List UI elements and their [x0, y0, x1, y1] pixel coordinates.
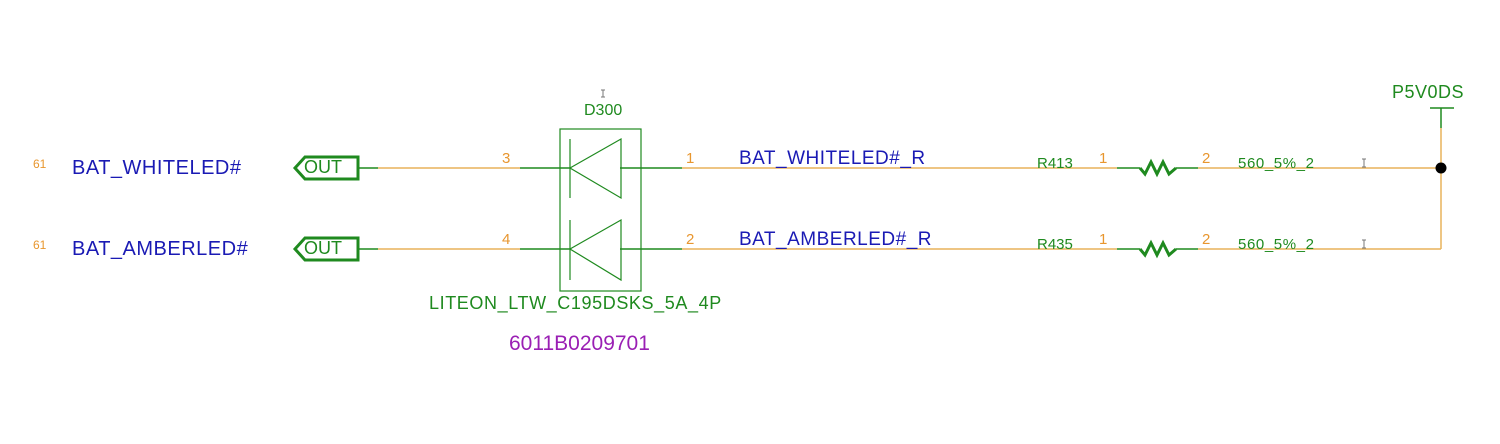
led-part-number: 6011B0209701: [509, 332, 650, 355]
marker-icon: [1362, 158, 1366, 168]
diode-icon: [568, 218, 622, 282]
resistor-value: 560_5%_2: [1238, 236, 1315, 253]
pin-number: 2: [1202, 231, 1211, 248]
port-label: OUT: [304, 238, 342, 258]
xref-page: 61: [33, 238, 47, 252]
resistor-r435-icon[interactable]: [1138, 239, 1177, 259]
net-label: BAT_WHITELED#_R: [739, 148, 926, 169]
marker-icon: [601, 89, 605, 98]
resistor-refdes: R413: [1037, 155, 1073, 172]
pin-number: 3: [502, 150, 511, 167]
xref-page: 61: [33, 157, 47, 171]
junction-dot: [1435, 162, 1447, 174]
net-label: BAT_AMBERLED#_R: [739, 229, 932, 250]
led-body[interactable]: [559, 128, 642, 292]
resistor-refdes: R435: [1037, 236, 1073, 253]
net-label: BAT_AMBERLED#: [72, 238, 249, 260]
pin-number: 1: [1099, 231, 1108, 248]
power-rail-label: P5V0DS: [1392, 82, 1465, 102]
port-label: OUT: [304, 157, 342, 177]
pin-number: 2: [686, 231, 695, 248]
resistor-r413-icon[interactable]: [1138, 158, 1177, 178]
pin-number: 2: [1202, 150, 1211, 167]
pin-number: 1: [1099, 150, 1108, 167]
pin-number: 4: [502, 231, 511, 248]
resistor-value: 560_5%_2: [1238, 155, 1315, 172]
diode-icon: [568, 137, 622, 200]
led-part-name: LITEON_LTW_C195DSKS_5A_4P: [429, 293, 722, 313]
led-refdes: D300: [584, 102, 623, 119]
pin-number: 1: [686, 150, 695, 167]
net-label: BAT_WHITELED#: [72, 157, 242, 179]
marker-icon: [1362, 239, 1366, 249]
